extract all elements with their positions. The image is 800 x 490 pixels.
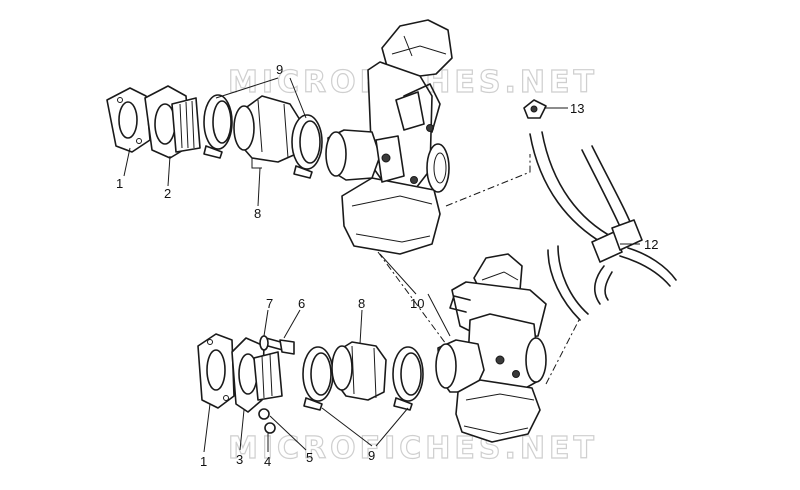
clamp-ring-bottom-left (302, 346, 334, 411)
callout-8-bottom: 8 (358, 296, 365, 311)
nut-4 (258, 408, 276, 434)
callout-7: 7 (266, 296, 273, 311)
intake-sleeve-bottom (331, 341, 387, 401)
fuel-hose-assembly-12 (529, 131, 677, 321)
callout-9-bottom: 9 (368, 448, 375, 463)
connector-hose-top (445, 154, 531, 207)
callout-4: 4 (264, 454, 271, 469)
callout-10: 10 (410, 296, 424, 311)
callout-3: 3 (236, 452, 243, 467)
clamp-ring-bottom-right (392, 346, 424, 411)
gasket-top (106, 87, 151, 153)
callout-5: 5 (306, 450, 313, 465)
callout-12: 12 (644, 237, 658, 252)
connector-carb (377, 251, 447, 345)
callout-1-top: 1 (116, 176, 123, 191)
fuel-fitting-13 (523, 99, 547, 119)
connector-hose-bottom (545, 317, 581, 385)
callout-1-bottom: 1 (200, 454, 207, 469)
callout-9-top: 9 (276, 62, 283, 77)
screw-6 (265, 337, 295, 355)
callout-2-top: 2 (164, 186, 171, 201)
carburetor-bottom (435, 253, 547, 443)
callout-13: 13 (570, 101, 584, 116)
intake-flange-top (144, 85, 201, 159)
clamp-ring-top-right (291, 114, 323, 179)
leader-lines (123, 77, 640, 453)
callout-6: 6 (298, 296, 305, 311)
carburetor-top (325, 19, 453, 255)
washer-7 (259, 335, 269, 351)
intake-flange-bottom (231, 337, 283, 413)
watermark-bottom: MICROFICHES.NET (228, 431, 598, 466)
clamp-ring-top-left (203, 94, 233, 159)
intake-sleeve-top (233, 95, 301, 169)
callout-8-top: 8 (254, 206, 261, 221)
gasket-bottom (197, 333, 235, 409)
